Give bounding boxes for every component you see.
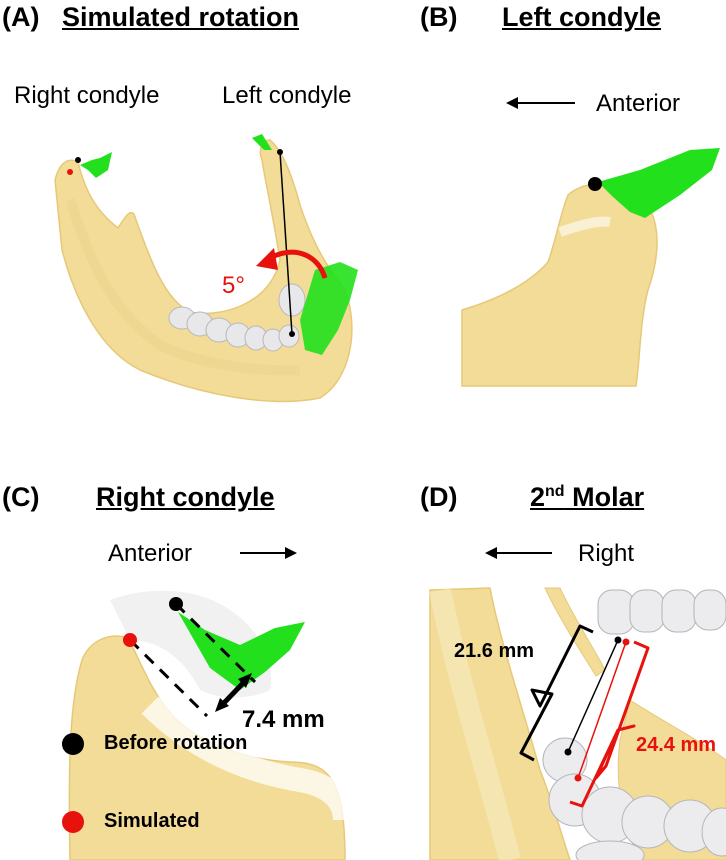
right-condyle-label: Right condyle [14, 82, 160, 109]
mandible-strip-d [544, 587, 606, 677]
panel-d-label: (D) [420, 482, 458, 512]
simulated-dashed-line [128, 638, 209, 718]
molar-before-top-point [614, 636, 622, 644]
panel-b-title: Left condyle [502, 2, 662, 32]
panel-c-title: Right condyle [96, 482, 275, 512]
before-distance-line [567, 639, 619, 753]
molar-simulated-bottom-point [574, 774, 582, 782]
left-condyle-label: Left condyle [222, 82, 352, 109]
right-condyle-green [80, 152, 112, 178]
panel-a-label: (A) [2, 2, 40, 32]
molar-simulated-top-point [622, 638, 630, 646]
legend-before-label: Before rotation [104, 732, 248, 754]
teeth-row [168, 283, 306, 352]
left-condyle-green [252, 134, 272, 150]
panel-d-title-sup: nd [545, 483, 565, 500]
legend-simulated-dot [62, 811, 84, 833]
panel-a-title: Simulated rotation [62, 2, 300, 32]
left-condyle-green-b [598, 148, 720, 218]
before-rotation-dashed-line [174, 602, 257, 684]
panel-b-direction-label: Anterior [596, 90, 681, 117]
lower-molars [542, 737, 726, 860]
simulated-bracket [569, 640, 650, 808]
legend-before-dot [62, 733, 84, 755]
distance-label-c: 7.4 mm [242, 706, 325, 733]
right-arrow-head [485, 547, 497, 559]
distance-arrow-head-2 [215, 698, 229, 712]
panel-d-title-num: 2 [530, 482, 546, 512]
molar-before-bottom-point [564, 748, 572, 756]
simulated-distance-label: 24.4 mm [636, 734, 717, 756]
anterior-arrow-c-head [285, 547, 297, 559]
panel-d-title: 2nd Molar [530, 482, 644, 513]
rotation-angle-label: 5° [222, 272, 245, 299]
before-distance-label: 21.6 mm [454, 640, 535, 662]
anterior-arrow-head [506, 97, 518, 109]
right-condyle-green-c [178, 612, 305, 690]
left-condyle-point-b [588, 177, 602, 191]
rotation-arrow-head [256, 248, 278, 270]
right-condyle-before-point [75, 157, 81, 163]
legend-simulated-label: Simulated [104, 810, 200, 832]
panel-c-direction-label: Anterior [108, 540, 193, 567]
distance-arrow-line [220, 678, 248, 707]
panel-d-title-rest: Molar [564, 482, 645, 512]
right-condyle-simulated-point [67, 169, 73, 175]
panel-b-label: (B) [420, 2, 458, 32]
rotation-axis-line [279, 151, 293, 335]
before-bracket [519, 624, 594, 762]
upper-teeth [597, 589, 726, 635]
right-condyle-before-point-c [169, 597, 183, 611]
rotation-arrow [268, 249, 328, 279]
left-molar-green [300, 262, 358, 355]
distance-arrow-head-1 [238, 673, 252, 688]
panel-c-label: (C) [2, 482, 40, 512]
right-condyle-simulated-point-c [123, 633, 137, 647]
panel-d-direction-label: Right [578, 540, 635, 567]
simulated-distance-line [577, 641, 627, 779]
